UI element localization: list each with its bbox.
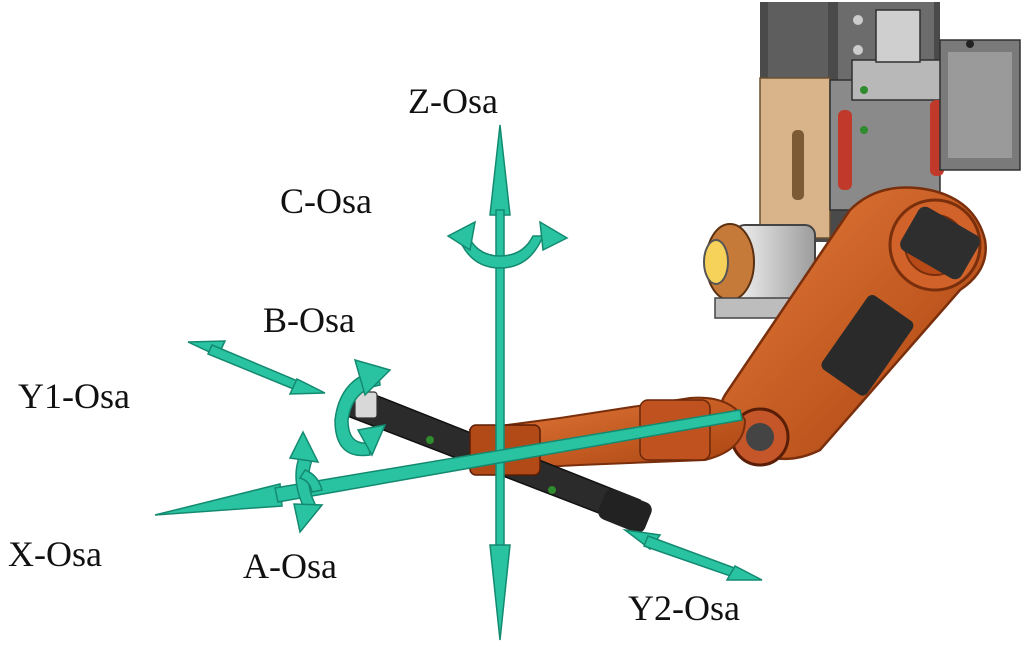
a-axis-rotation-arrow [288, 430, 324, 534]
z-axis-arrow [489, 124, 511, 641]
x-axis-label: X-Osa [8, 534, 102, 574]
b-axis-rotation-arrow [334, 358, 392, 457]
c-axis-rotation-arrow [446, 220, 569, 269]
c-axis-label: C-Osa [280, 181, 372, 221]
b-axis-label: B-Osa [263, 300, 355, 340]
a-axis-label: A-Osa [243, 546, 337, 586]
y1-axis-arrow [187, 340, 326, 395]
axis-labels: Z-Osa C-Osa B-Osa Y1-Osa X-Osa A-Osa Y2-… [8, 81, 740, 628]
x-axis-arrow [154, 409, 743, 516]
axis-arrows [154, 124, 763, 641]
upper-arm [718, 186, 987, 467]
y2-axis-label: Y2-Osa [628, 588, 740, 628]
y2-axis-arrow [622, 528, 763, 581]
gantry-frame [759, 2, 1021, 242]
y1-axis-label: Y1-Osa [18, 376, 130, 416]
z-axis-label: Z-Osa [408, 81, 498, 121]
